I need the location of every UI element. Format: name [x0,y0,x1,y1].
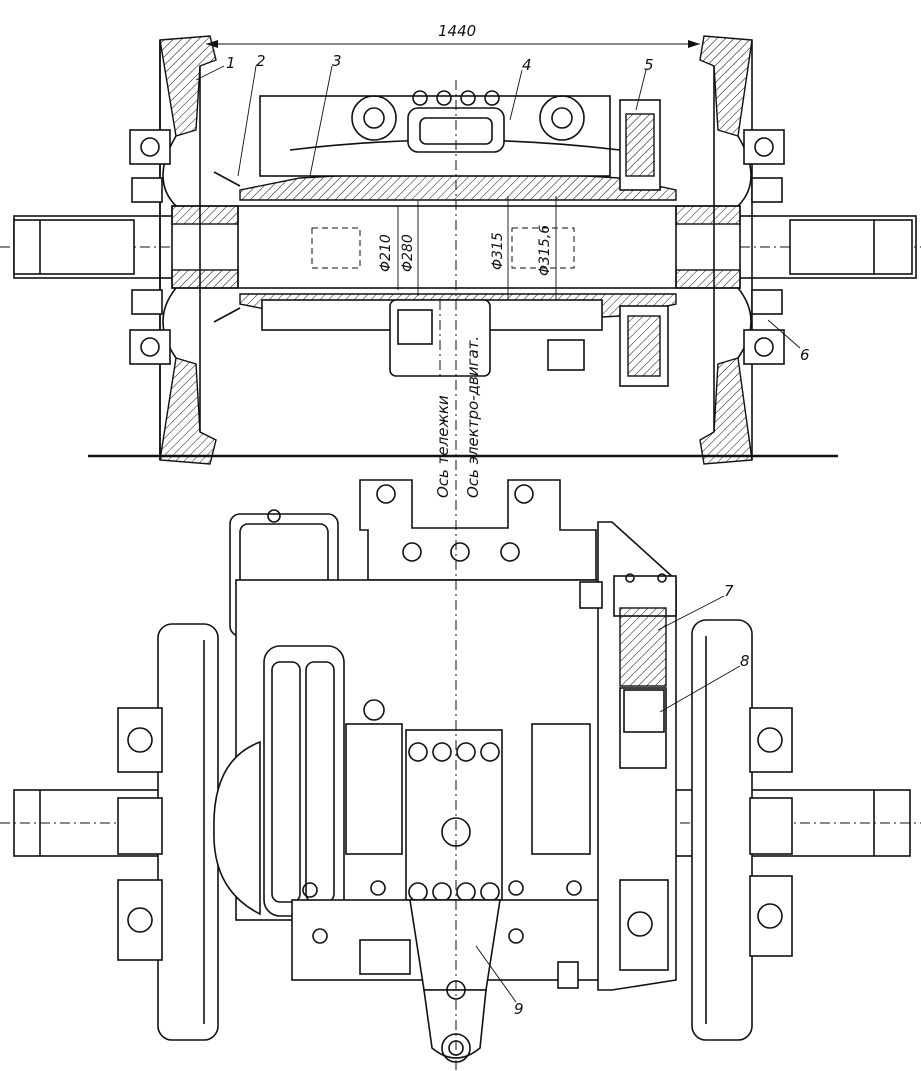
gear-case-plan [557,521,677,991]
right-wheel-plan [691,619,793,1041]
plan-view: 7 8 9 [0,479,921,1071]
motor-axis-label: Ось электро-двигат. [464,336,482,498]
bogie-axis-label: Ось тележки [434,395,452,498]
callout-3: 3 [332,52,342,70]
left-wheel-plan [117,623,219,1041]
dim-d315: Φ315 [490,232,506,270]
suspension-lug [423,980,487,1063]
section-view: Φ210 Φ280 Φ315 Φ315,6 [0,22,921,500]
motor-body-plan [213,579,613,991]
callouts-bottom: 7 8 9 [475,582,750,1018]
callout-5: 5 [644,56,654,74]
callout-2: 2 [256,52,266,70]
callout-1: 1 [226,54,236,72]
callout-7: 7 [724,582,734,600]
dim-1440: 1440 [438,22,476,40]
callout-4: 4 [522,56,532,74]
callout-8: 8 [740,652,750,670]
gauge-dimension: 1440 [206,22,700,48]
axle [0,205,921,289]
diameter-dimensions: Φ210 Φ280 Φ315 Φ315,6 [378,196,557,300]
dim-d210: Φ210 [378,234,394,272]
dim-d3156: Φ315,6 [537,225,553,276]
callout-9: 9 [514,1000,524,1018]
callout-6: 6 [800,346,810,364]
left-wheel-section [129,35,217,465]
gear-section [547,99,669,387]
callouts-top: 1 2 3 4 5 6 [195,52,810,364]
right-wheel-section [699,35,785,465]
dim-d280: Φ280 [400,234,416,272]
